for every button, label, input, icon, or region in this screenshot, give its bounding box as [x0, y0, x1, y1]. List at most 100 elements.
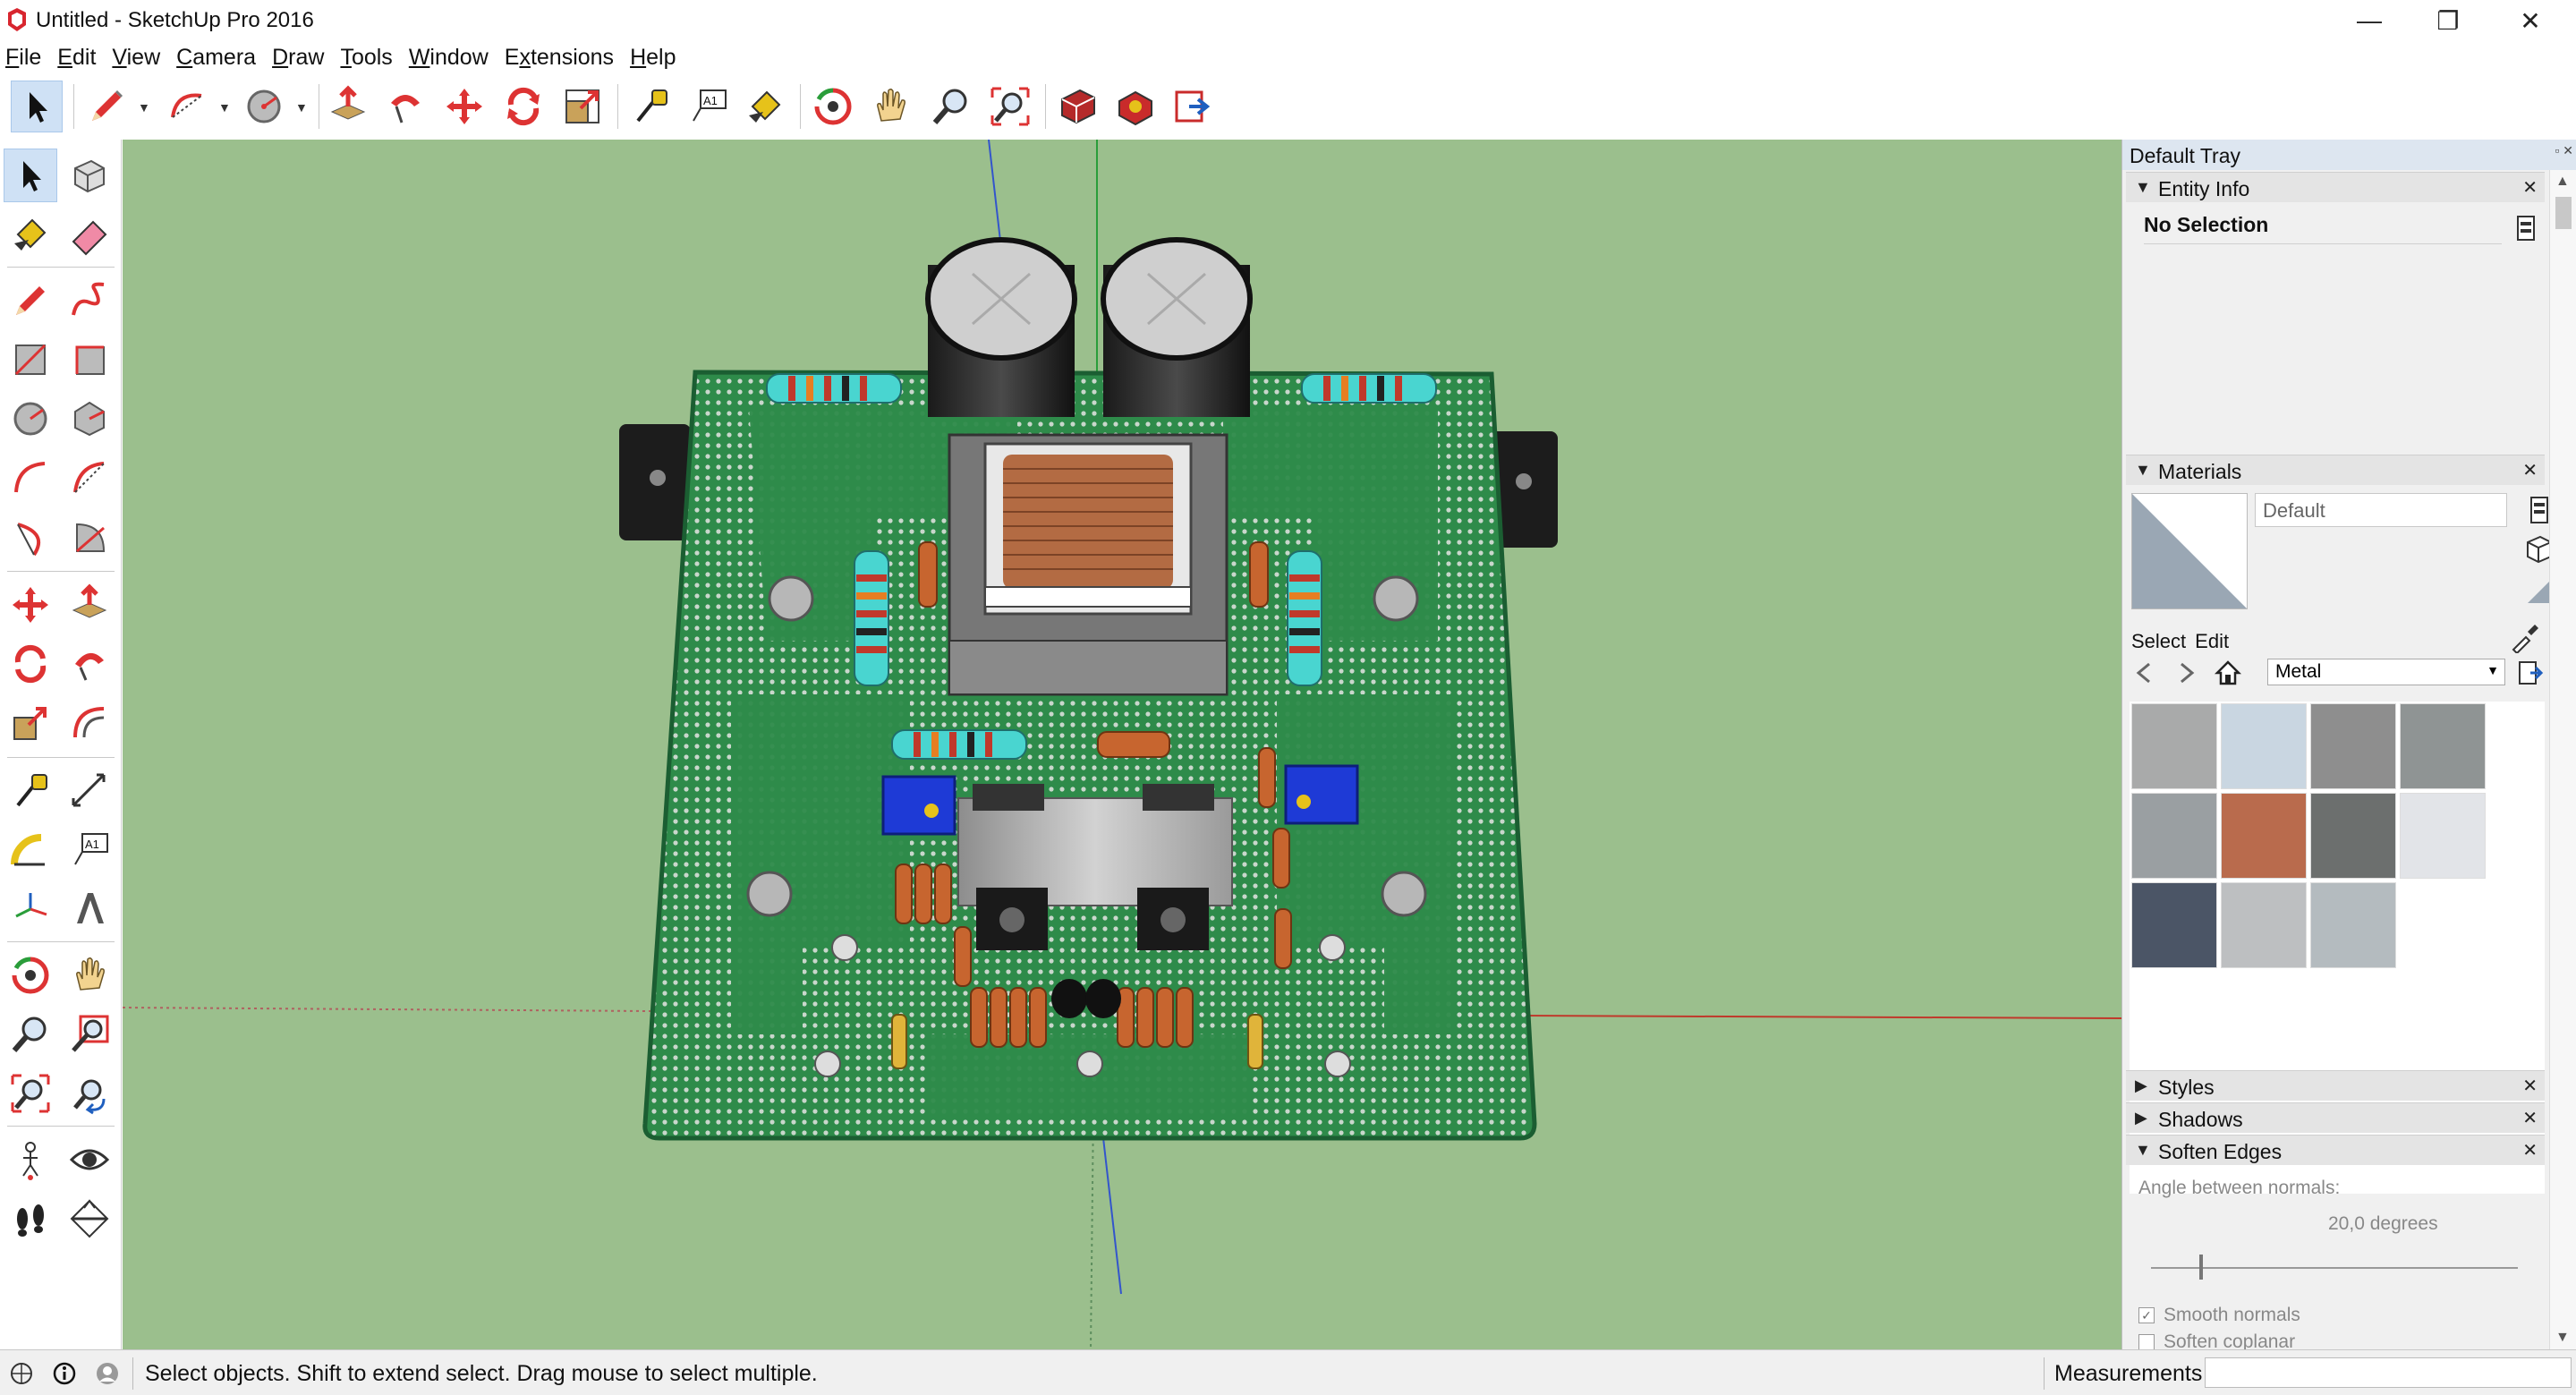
material-swatch[interactable]	[2221, 703, 2307, 789]
dimension-button[interactable]	[63, 764, 116, 818]
sample-paint-icon[interactable]	[2524, 576, 2555, 607]
zoom-extents-tool-button[interactable]	[984, 81, 1036, 132]
left-tape-measure-button[interactable]	[4, 764, 57, 818]
left-follow-me-button[interactable]	[63, 637, 116, 691]
materials-panel-header[interactable]: ▼ Materials ✕	[2126, 455, 2545, 485]
angle-slider-track[interactable]	[2151, 1267, 2518, 1269]
rotated-rectangle-button[interactable]	[63, 333, 116, 387]
three-point-arc-button[interactable]	[4, 510, 57, 564]
info-icon[interactable]	[52, 1361, 77, 1386]
menu-edit[interactable]: Edit	[57, 44, 97, 70]
left-paint-bucket-button[interactable]	[4, 208, 57, 261]
material-swatch[interactable]	[2131, 703, 2217, 789]
left-arc-button[interactable]	[4, 451, 57, 505]
line-button[interactable]	[4, 274, 57, 327]
push-pull-tool-button[interactable]	[322, 81, 374, 132]
scroll-up-icon[interactable]: ▲	[2555, 174, 2570, 189]
minimize-button[interactable]: —	[2357, 6, 2382, 34]
material-library-select[interactable]: Metal▼	[2267, 659, 2505, 685]
scroll-down-icon[interactable]: ▼	[2555, 1330, 2570, 1345]
material-swatch[interactable]	[2310, 793, 2396, 879]
material-swatch[interactable]	[2310, 882, 2396, 968]
menu-help[interactable]: Help	[630, 44, 676, 70]
tray-pin-close-icons[interactable]: ▫ ✕	[2555, 143, 2573, 157]
close-icon[interactable]: ✕	[2522, 1076, 2538, 1096]
3d-warehouse-button[interactable]	[1052, 81, 1104, 132]
shadows-panel-header[interactable]: ▶ Shadows ✕	[2126, 1102, 2545, 1133]
smooth-normals-option[interactable]: ✓Smooth normals	[2138, 1305, 2300, 1326]
tape-measure-tool-button[interactable]	[625, 81, 676, 132]
offset-button[interactable]	[63, 696, 116, 750]
extension-warehouse-button[interactable]	[1109, 81, 1161, 132]
close-icon[interactable]: ✕	[2522, 1141, 2538, 1161]
arc-tool-button[interactable]	[161, 81, 213, 132]
two-point-arc-button[interactable]	[63, 451, 116, 505]
forward-arrow-icon[interactable]	[2171, 659, 2199, 687]
details-toggle-icon[interactable]	[2524, 496, 2555, 526]
details-toggle-icon[interactable]	[2516, 215, 2536, 242]
close-icon[interactable]: ✕	[2522, 1109, 2538, 1128]
make-component-button[interactable]	[63, 149, 116, 202]
left-rotate-button[interactable]	[4, 637, 57, 691]
pie-button[interactable]	[63, 510, 116, 564]
maximize-button[interactable]: ❐	[2436, 6, 2460, 35]
soften-coplanar-checkbox[interactable]	[2138, 1334, 2155, 1350]
paint-bucket-tool-button[interactable]	[739, 81, 791, 132]
walk-button[interactable]	[4, 1192, 57, 1246]
tray-scrollbar[interactable]: ▲ ▼	[2549, 170, 2576, 1349]
angle-slider-thumb[interactable]	[2199, 1255, 2203, 1280]
material-swatch[interactable]	[2221, 793, 2307, 879]
axes-button[interactable]	[4, 882, 57, 936]
left-pan-button[interactable]	[63, 948, 116, 1002]
pan-tool-button[interactable]	[864, 81, 916, 132]
menu-camera[interactable]: Camera	[176, 44, 257, 70]
follow-me-tool-button[interactable]	[379, 81, 431, 132]
rectangle-button[interactable]	[4, 333, 57, 387]
orbit-tool-button[interactable]	[807, 81, 859, 132]
left-circle-button[interactable]	[4, 392, 57, 446]
freehand-button[interactable]	[63, 274, 116, 327]
menu-tools[interactable]: Tools	[340, 44, 393, 70]
eyedropper-icon[interactable]	[2510, 623, 2540, 653]
material-swatch[interactable]	[2400, 793, 2486, 879]
smooth-normals-checkbox[interactable]: ✓	[2138, 1307, 2155, 1323]
left-select-button[interactable]	[4, 149, 57, 202]
close-button[interactable]: ✕	[2520, 6, 2541, 35]
menu-window[interactable]: Window	[408, 44, 489, 70]
menu-view[interactable]: View	[112, 44, 161, 70]
move-tool-button[interactable]	[438, 81, 490, 132]
3d-text-button[interactable]	[63, 882, 116, 936]
close-icon[interactable]: ✕	[2522, 461, 2538, 481]
details-arrow-icon[interactable]	[2516, 659, 2545, 687]
soften-edges-panel-header[interactable]: ▼ Soften Edges ✕	[2126, 1135, 2545, 1165]
left-move-button[interactable]	[4, 578, 57, 632]
back-arrow-icon[interactable]	[2131, 659, 2160, 687]
left-push-pull-button[interactable]	[63, 578, 116, 632]
material-swatch[interactable]	[2221, 882, 2307, 968]
eraser-button[interactable]	[63, 208, 116, 261]
model-viewport[interactable]	[123, 140, 2121, 1349]
protractor-button[interactable]	[4, 823, 57, 877]
tab-select[interactable]: Select	[2131, 630, 2187, 652]
left-zoom-extents-button[interactable]	[4, 1067, 57, 1120]
tab-edit[interactable]: Edit	[2195, 630, 2230, 652]
material-swatch[interactable]	[2131, 882, 2217, 968]
circle-tool-button[interactable]	[238, 81, 290, 132]
rotate-tool-button[interactable]	[497, 81, 549, 132]
previous-view-button[interactable]	[63, 1067, 116, 1120]
tray-scroll-thumb[interactable]	[2555, 197, 2572, 229]
material-name-field[interactable]: Default	[2255, 493, 2507, 527]
send-to-layout-button[interactable]	[1167, 81, 1219, 132]
left-scale-button[interactable]	[4, 696, 57, 750]
styles-panel-header[interactable]: ▶ Styles ✕	[2126, 1070, 2545, 1101]
measurements-input[interactable]	[2205, 1357, 2572, 1388]
menu-extensions[interactable]: Extensions	[504, 44, 615, 70]
entity-info-panel-header[interactable]: ▼ Entity Info ✕	[2126, 172, 2545, 202]
menu-draw[interactable]: Draw	[272, 44, 325, 70]
circle-dropdown-icon[interactable]: ▼	[295, 100, 308, 115]
left-text-button[interactable]: A1	[63, 823, 116, 877]
soften-coplanar-option[interactable]: Soften coplanar	[2138, 1331, 2295, 1353]
pencil-dropdown-icon[interactable]: ▼	[138, 100, 150, 115]
user-account-icon[interactable]	[95, 1361, 120, 1386]
menu-file[interactable]: File	[5, 44, 42, 70]
